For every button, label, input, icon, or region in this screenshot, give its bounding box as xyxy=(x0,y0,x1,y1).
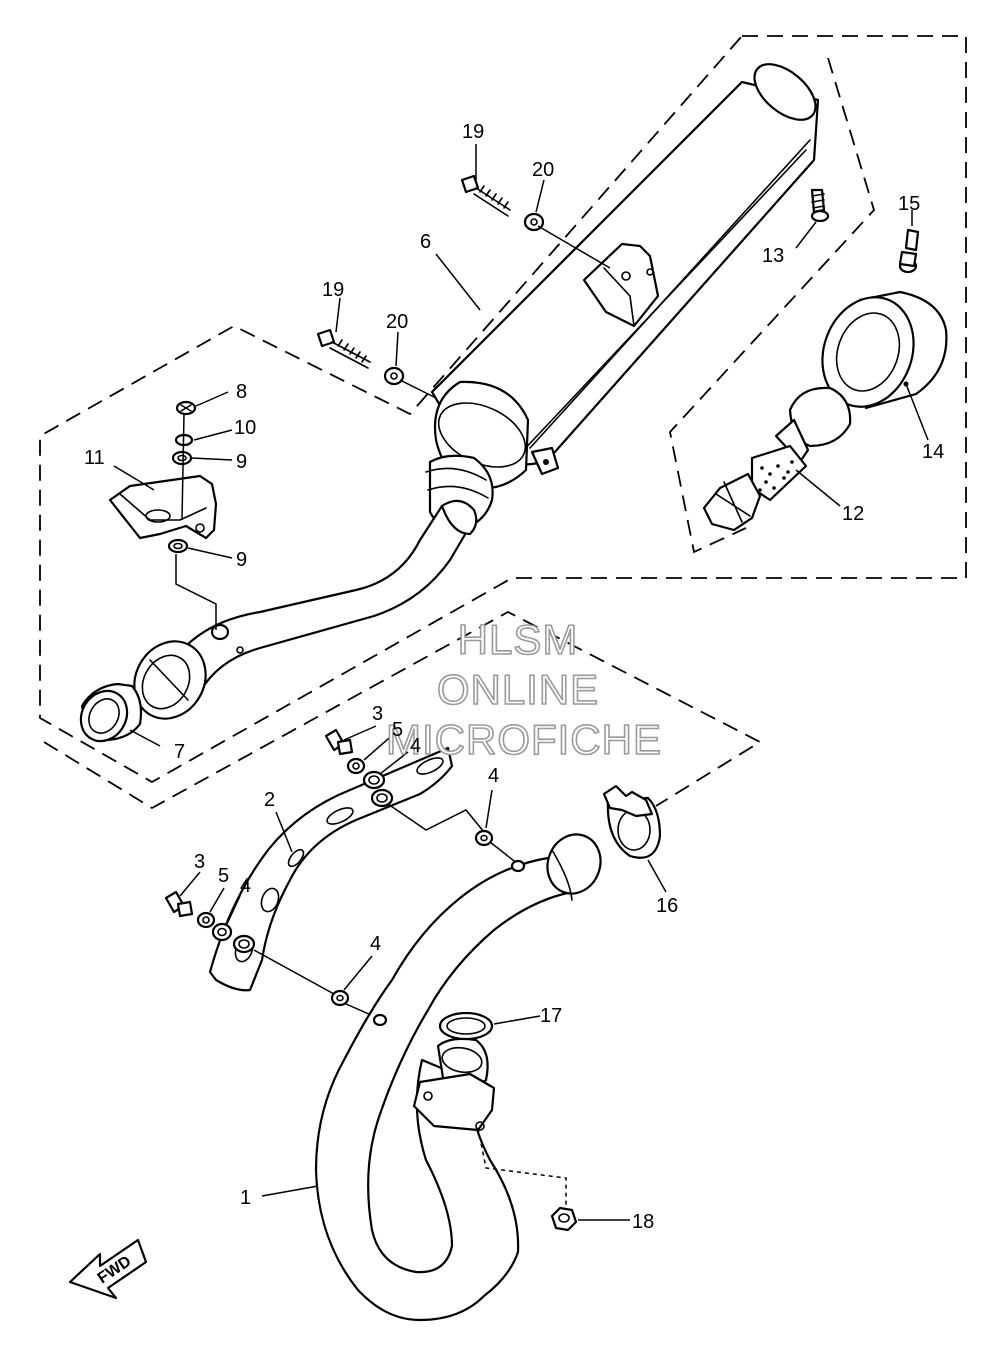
callout-20-lower: 20 xyxy=(386,311,408,333)
link-pipe xyxy=(133,499,478,720)
tailpipe-assembly-boundary xyxy=(669,57,876,554)
leader-lines xyxy=(113,144,929,1221)
nut-18 xyxy=(550,1206,578,1232)
callout-11: 11 xyxy=(84,447,105,469)
pipe-assembly-boundary xyxy=(43,610,762,810)
callout-19-lower: 19 xyxy=(322,279,344,301)
collar-4-bottom xyxy=(330,989,350,1007)
callout-4-right: 4 xyxy=(488,765,499,787)
callout-5-upper: 5 xyxy=(392,719,403,741)
callout-4-upper: 4 xyxy=(410,735,421,757)
screw-15 xyxy=(898,228,920,274)
spark-arrester-12 xyxy=(702,386,852,532)
callout-13: 13 xyxy=(762,245,784,267)
callout-numbers: 1 2 3 3 4 4 4 4 5 5 6 7 8 9 9 10 11 12 1… xyxy=(84,121,944,1233)
callout-4-bottom: 4 xyxy=(370,933,381,955)
bracket-bolt-8 xyxy=(175,400,197,416)
heat-protector-2 xyxy=(208,746,454,992)
callout-15: 15 xyxy=(898,193,920,215)
end-cap-14 xyxy=(821,290,948,410)
collar-4-lower-inner xyxy=(232,934,256,954)
callout-3-lower: 3 xyxy=(194,851,205,873)
fwd-arrow-icon: FWD xyxy=(68,1238,148,1300)
callout-18: 18 xyxy=(632,1211,654,1233)
callout-7: 7 xyxy=(174,741,185,763)
callout-8: 8 xyxy=(236,381,247,403)
watermark-line-1: HLSM xyxy=(458,616,579,663)
callout-2: 2 xyxy=(264,789,275,811)
muffler-mount-bracket xyxy=(582,242,660,328)
assembly-boundaries xyxy=(39,35,967,810)
sleeve-gasket xyxy=(79,682,143,743)
bolt-19-upper xyxy=(460,174,511,217)
callout-20-upper: 20 xyxy=(532,159,554,181)
exhaust-port-flange xyxy=(412,1037,496,1132)
callout-4-lower: 4 xyxy=(240,875,251,897)
watermark-line-3: MICROFICHE xyxy=(386,716,662,763)
callout-12: 12 xyxy=(842,503,864,525)
screw-13 xyxy=(810,188,830,223)
callout-17: 17 xyxy=(540,1005,562,1027)
callout-9-lower: 9 xyxy=(236,549,247,571)
callout-10: 10 xyxy=(234,417,256,439)
washer-20-lower xyxy=(383,366,405,386)
callout-9-upper: 9 xyxy=(236,451,247,473)
heat-bracket xyxy=(108,474,218,540)
callout-19-upper: 19 xyxy=(462,121,484,143)
bolt-3-lower xyxy=(164,890,194,918)
collar-4-lower xyxy=(211,922,233,942)
watermark-line-2: ONLINE xyxy=(437,666,599,713)
watermark: HLSM ONLINE MICROFICHE xyxy=(385,615,662,764)
clamp-16 xyxy=(602,784,662,859)
bolt-3-upper xyxy=(324,728,354,756)
callout-16: 16 xyxy=(656,895,678,917)
callout-14: 14 xyxy=(922,441,944,463)
washer-5-upper xyxy=(346,757,366,775)
gasket-17 xyxy=(438,1011,494,1041)
callout-6: 6 xyxy=(420,231,431,253)
grommet-9-top xyxy=(171,450,193,466)
grommet-9-bottom xyxy=(167,538,189,554)
collar-4-upper xyxy=(362,770,386,790)
callout-5-lower: 5 xyxy=(218,865,229,887)
collar-4-right xyxy=(474,829,494,847)
callout-1: 1 xyxy=(240,1187,251,1209)
collar-4-upper-inner xyxy=(370,788,394,808)
bolt-19-lower xyxy=(316,328,371,369)
washer-5-lower xyxy=(196,911,216,929)
callout-3-upper: 3 xyxy=(372,703,383,725)
